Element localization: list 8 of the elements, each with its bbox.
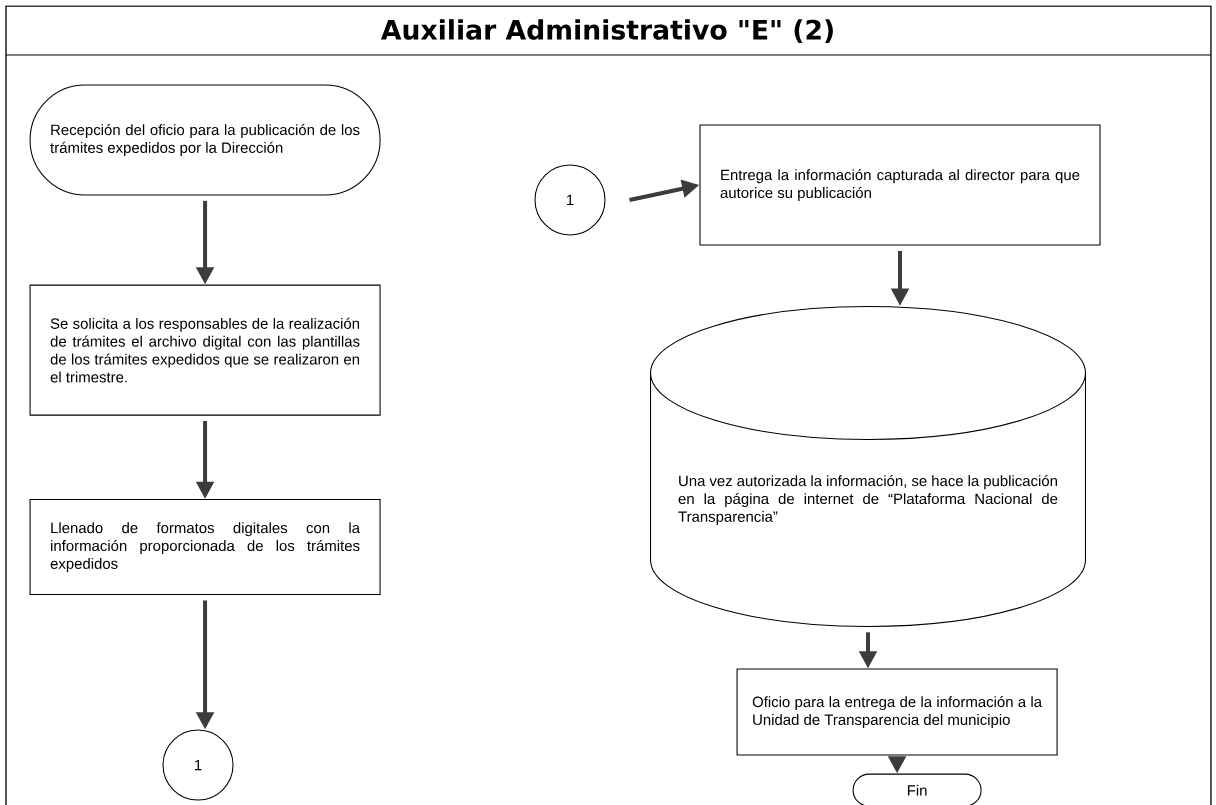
process-box: Se solicita a los responsables de la realización de trámites el archivo digital con las plantillas de los trámites expedidos que se realizaron en el trimestre. [29, 284, 381, 416]
start-terminal: Recepción del oficio para la publicación de los trámites expedidos por la Dirección [29, 84, 381, 196]
process-box: Entrega la información capturada al director para que autorice su publicación [699, 124, 1101, 246]
process-box: Oficio para la entrega de la información a la Unidad de Transparencia del municipio [736, 668, 1058, 756]
end-terminal: Fin [852, 773, 982, 805]
title: Auxiliar Administrativo "E" (2) [381, 19, 833, 43]
process-box: Llenado de formatos digitales con la información proporcionada de los trámites expedidos [29, 499, 381, 596]
database-cylinder: Una vez autorizada la información, se hace la publicación en la página de internet de “Plataforma Nacional de Transparencia” [650, 305, 1087, 627]
